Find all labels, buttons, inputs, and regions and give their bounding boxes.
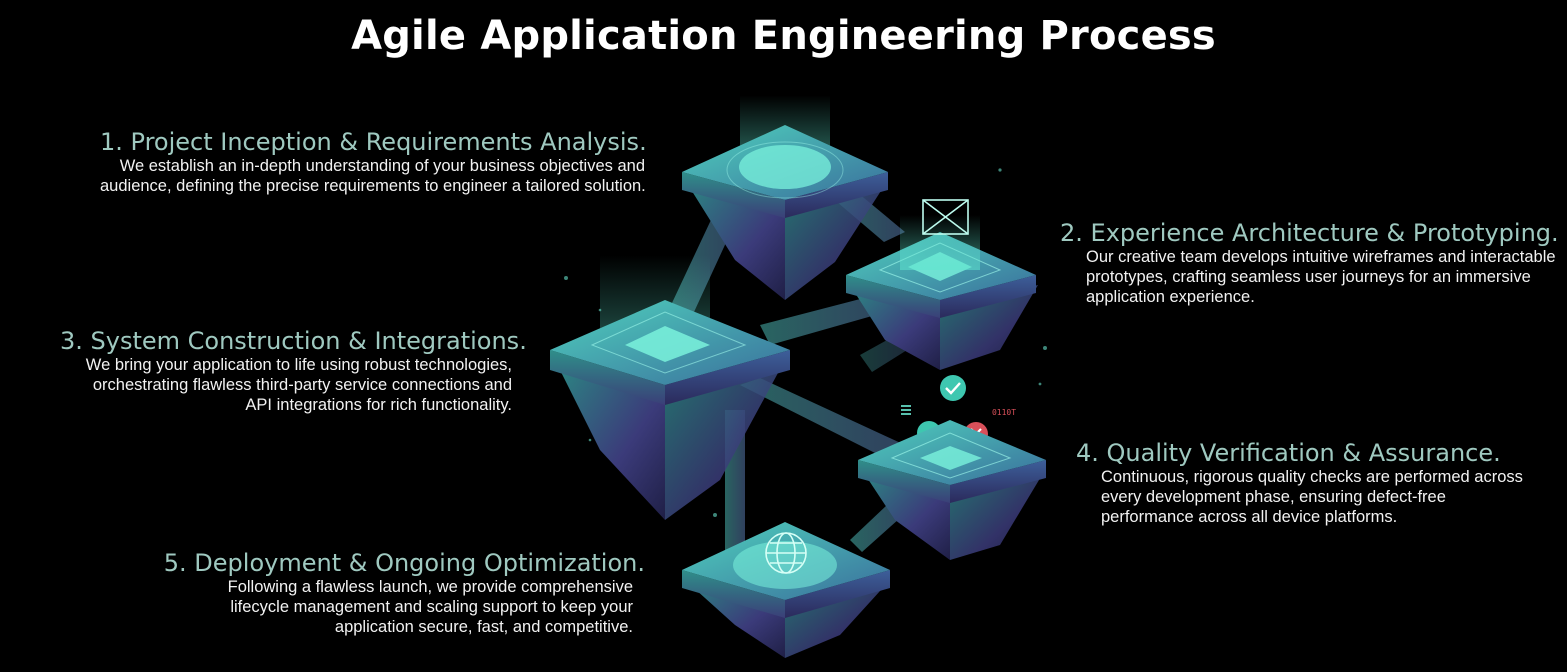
platform-2 bbox=[846, 199, 1038, 370]
step-2: 2. Experience Architecture & Prototyping… bbox=[1060, 218, 1559, 307]
step-5-line-2: lifecycle management and scaling support… bbox=[230, 597, 633, 616]
step-3-line-3: API integrations for rich functionality. bbox=[245, 395, 512, 414]
step-1: 1. Project Inception & Requirements Anal… bbox=[100, 127, 647, 197]
step-5: 5. Deployment & Ongoing Optimization. Fo… bbox=[150, 548, 645, 637]
step-2-line-1: Our creative team develops intuitive wir… bbox=[1086, 248, 1556, 266]
platform-4 bbox=[858, 420, 1046, 560]
step-2-title: 2. Experience Architecture & Prototyping… bbox=[1060, 219, 1559, 247]
platform-5 bbox=[682, 522, 890, 658]
step-4-description: Continuous, rigorous quality checks are … bbox=[1076, 468, 1536, 527]
process-illustration: 0110T bbox=[550, 95, 1047, 658]
step-4-line-1: Continuous, rigorous quality checks are … bbox=[1101, 468, 1523, 486]
check-icon bbox=[940, 375, 966, 401]
step-1-title: 1. Project Inception & Requirements Anal… bbox=[100, 128, 647, 156]
step-3: 3. System Construction & Integrations. W… bbox=[60, 326, 527, 415]
step-2-description: Our creative team develops intuitive wir… bbox=[1060, 248, 1556, 307]
step-5-line-3: application secure, fast, and competitiv… bbox=[334, 617, 633, 636]
list-icon bbox=[901, 405, 911, 415]
step-1-line-2: audience, defining the precise requireme… bbox=[100, 176, 646, 195]
step-4-line-3: performance across all device platforms. bbox=[1101, 507, 1398, 526]
step-1-description: We establish an in-depth understanding o… bbox=[100, 157, 646, 197]
step-3-description: We bring your application to life using … bbox=[60, 356, 518, 415]
platform-3 bbox=[550, 255, 790, 520]
page-title: Agile Application Engineering Process bbox=[351, 13, 1216, 59]
step-4: 4. Quality Verification & Assurance. Con… bbox=[1076, 438, 1536, 527]
step-3-title: 3. System Construction & Integrations. bbox=[60, 327, 527, 355]
code-badge: 0110T bbox=[992, 408, 1016, 417]
step-3-line-1: We bring your application to life using … bbox=[85, 356, 512, 374]
step-5-line-1: Following a flawless launch, we provide … bbox=[227, 578, 633, 596]
step-1-line-1: We establish an in-depth understanding o… bbox=[119, 157, 645, 175]
step-2-line-3: application experience. bbox=[1086, 287, 1255, 306]
platform-1 bbox=[682, 95, 888, 300]
bridge-3-to-4 bbox=[740, 378, 905, 458]
step-4-line-2: every development phase, ensuring defect… bbox=[1101, 487, 1446, 506]
step-4-title: 4. Quality Verification & Assurance. bbox=[1076, 439, 1501, 467]
globe-icon bbox=[765, 532, 807, 574]
step-5-description: Following a flawless launch, we provide … bbox=[150, 578, 645, 637]
step-3-line-2: orchestrating flawless third-party servi… bbox=[92, 375, 512, 394]
step-5-title: 5. Deployment & Ongoing Optimization. bbox=[163, 549, 645, 577]
wireframe-icon bbox=[922, 199, 969, 235]
step-2-line-2: prototypes, crafting seamless user journ… bbox=[1086, 267, 1531, 286]
